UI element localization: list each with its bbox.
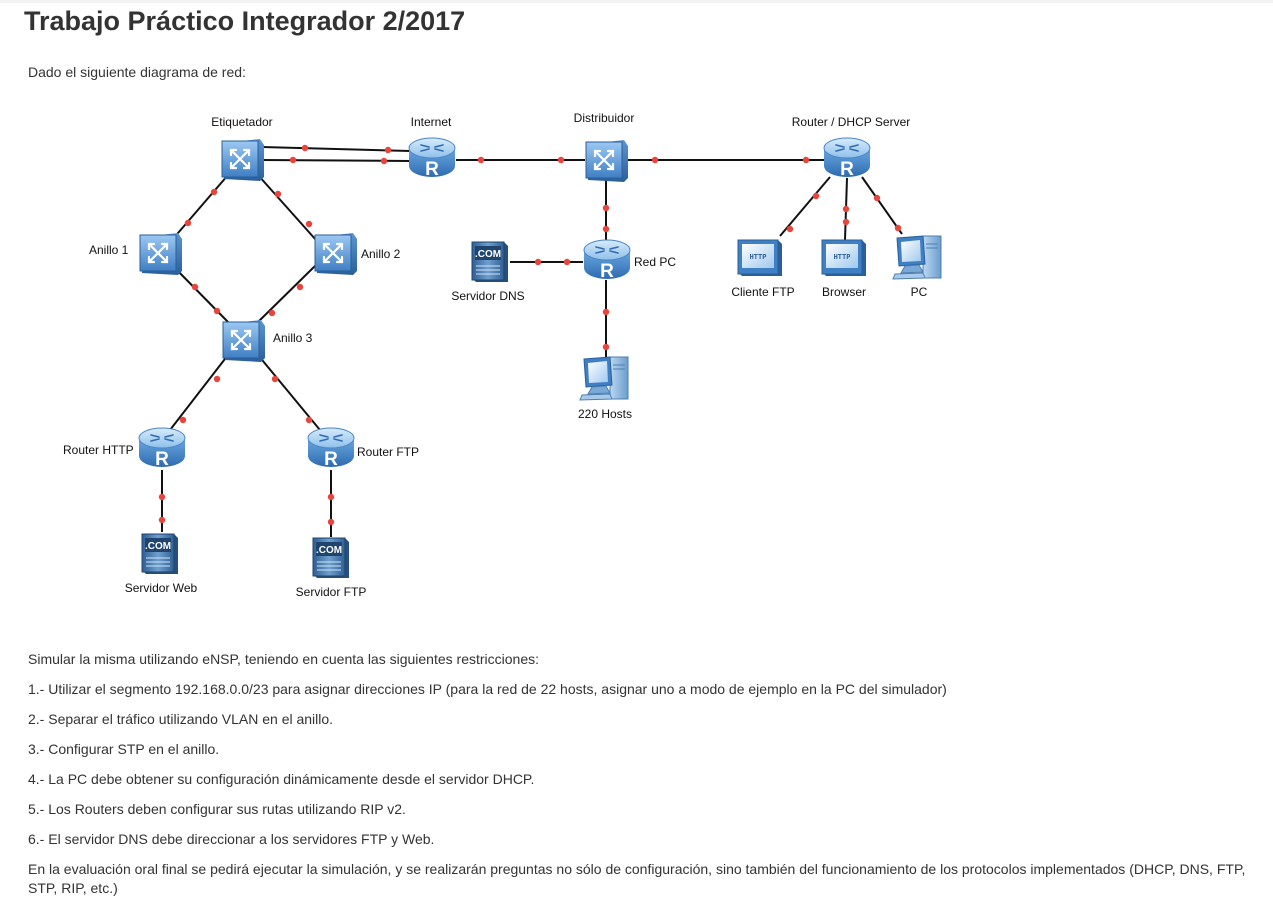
port-dot <box>557 156 565 164</box>
intro-text: Dado el siguiente diagrama de red: <box>28 64 246 80</box>
port-dot <box>158 516 166 524</box>
port-dot <box>327 518 335 526</box>
label-anillo1: Anillo 1 <box>89 243 129 257</box>
port-dot <box>305 416 313 424</box>
port-dot <box>842 218 850 226</box>
port-dot <box>271 375 279 383</box>
port-dot <box>179 416 187 424</box>
restriction-item: 6.- El servidor DNS debe direccionar a l… <box>28 831 435 847</box>
label-servidor-web: Servidor Web <box>125 581 198 595</box>
port-dot <box>563 258 571 266</box>
page-title: Trabajo Práctico Integrador 2/2017 <box>24 6 466 36</box>
port-dot <box>894 224 902 232</box>
router-http-icon <box>138 427 186 471</box>
port-dot <box>305 220 313 228</box>
restriction-item: 3.- Configurar STP en el anillo. <box>28 741 220 757</box>
link-etiquetador-anillo1 <box>171 174 229 241</box>
port-dot <box>651 156 659 164</box>
switch-anillo2-icon <box>313 231 359 277</box>
port-dot <box>602 225 610 233</box>
label-internet: Internet <box>411 115 452 129</box>
pc-hosts-icon <box>579 356 629 401</box>
port-dot <box>301 144 309 152</box>
switch-anillo1-icon <box>138 231 184 277</box>
label-hosts: 220 Hosts <box>578 407 632 421</box>
port-dot <box>210 188 218 196</box>
link-etiquetador-anillo2 <box>257 174 317 241</box>
port-dot <box>602 204 610 212</box>
label-red-pc: Red PC <box>634 255 676 269</box>
port-dot <box>380 157 388 165</box>
port-dot <box>184 219 192 227</box>
restriction-item: 5.- Los Routers deben configurar sus rut… <box>28 801 406 817</box>
port-dot <box>534 258 542 266</box>
port-dot <box>602 308 610 316</box>
port-dot <box>274 190 282 198</box>
link-anillo2-anillo3 <box>257 264 317 323</box>
port-dot <box>191 283 199 291</box>
label-distribuidor: Distribuidor <box>574 111 635 125</box>
label-etiquetador: Etiquetador <box>211 115 272 129</box>
pc-icon <box>892 235 942 280</box>
router-internet-icon <box>408 137 456 181</box>
port-dot <box>842 205 850 213</box>
http-browser-icon <box>821 239 867 277</box>
device-labels: Etiquetador Internet Distribuidor Router… <box>63 111 928 599</box>
top-border <box>0 0 1273 3</box>
label-router-http: Router HTTP <box>63 443 134 457</box>
label-servidor-dns: Servidor DNS <box>451 289 524 303</box>
label-router-ftp: Router FTP <box>357 445 419 459</box>
final-text: En la evaluación oral final se pedirá ej… <box>28 861 1246 896</box>
http-cliente-ftp-icon <box>737 239 783 277</box>
port-dot <box>786 225 794 233</box>
port-dot <box>802 156 810 164</box>
link-router-dhcp-pc <box>861 176 903 235</box>
switch-etiquetador-icon <box>220 137 266 183</box>
port-dot <box>296 283 304 291</box>
port-dot <box>327 493 335 501</box>
label-router-dhcp: Router / DHCP Server <box>792 115 910 129</box>
restriction-item: 2.- Separar el tráfico utilizando VLAN e… <box>28 711 334 727</box>
port-dot <box>213 375 221 383</box>
link-anillo3-router-http <box>169 354 229 431</box>
network-diagram: R .COM HTTP <box>63 111 942 599</box>
label-browser: Browser <box>822 285 866 299</box>
link-router-dhcp-cliente-ftp <box>779 176 831 237</box>
devices <box>138 137 942 579</box>
router-dhcp-icon <box>823 137 871 181</box>
restriction-item: 4.- La PC debe obtener su configuración … <box>28 771 535 787</box>
port-dot <box>268 309 276 317</box>
port-dot <box>477 156 485 164</box>
server-dns-icon <box>471 241 509 283</box>
switch-anillo3-icon <box>221 318 267 364</box>
restriction-item: 1.- Utilizar el segmento 192.168.0.0/23 … <box>28 681 947 697</box>
port-dot <box>873 194 881 202</box>
port-dots <box>158 144 902 526</box>
link-etiquetador-internet-b <box>261 159 411 162</box>
port-dot <box>213 307 221 315</box>
port-dot <box>602 343 610 351</box>
router-red-pc-icon <box>583 239 631 283</box>
label-servidor-ftp: Servidor FTP <box>296 585 367 599</box>
server-ftp-icon <box>312 537 350 579</box>
label-pc: PC <box>911 285 928 299</box>
port-dot <box>158 493 166 501</box>
label-cliente-ftp: Cliente FTP <box>731 285 794 299</box>
label-anillo3: Anillo 3 <box>273 331 313 345</box>
port-dot <box>384 146 392 154</box>
router-ftp-icon <box>307 427 355 471</box>
port-dot <box>812 192 820 200</box>
simulate-text: Simular la misma utilizando eNSP, tenien… <box>28 651 540 667</box>
label-anillo2: Anillo 2 <box>361 247 401 261</box>
link-anillo1-anillo3 <box>171 264 229 323</box>
port-dot <box>289 156 297 164</box>
switch-distribuidor-icon <box>584 138 630 184</box>
server-web-icon <box>141 533 179 575</box>
